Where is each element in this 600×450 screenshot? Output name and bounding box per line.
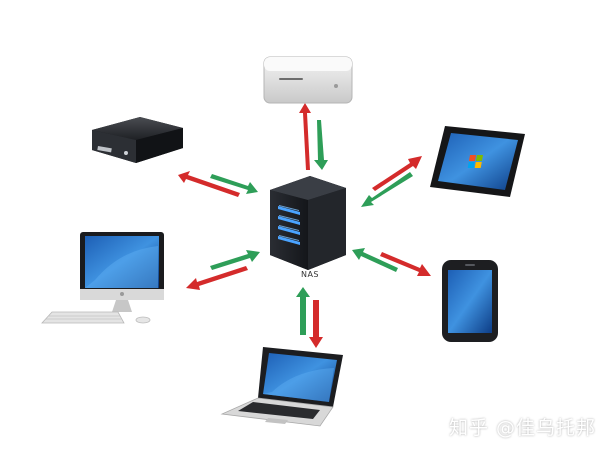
arrow-to-phone [380, 252, 431, 276]
keyboard-icon [41, 311, 125, 324]
arrow-to-mini-pc [299, 103, 311, 170]
arrow-from-mini-pc [314, 120, 328, 170]
tablet-icon [430, 126, 525, 197]
arrow-to-media-box [178, 171, 240, 197]
arrow-to-laptop [309, 300, 323, 348]
arrow-from-media-box [210, 174, 258, 194]
nas-label: NAS [300, 270, 320, 279]
arrow-from-laptop [296, 287, 310, 335]
mouse-icon [135, 316, 151, 324]
arrow-from-desktop [210, 250, 260, 270]
arrow-to-tablet [372, 156, 422, 191]
watermark: 知乎 @佳乌托邦 [448, 417, 596, 439]
laptop-icon [220, 347, 343, 427]
nas-server-icon [270, 176, 346, 270]
monitor-icon [41, 232, 164, 324]
media-box-icon [92, 117, 183, 163]
arrow-to-desktop [186, 266, 248, 290]
smartphone-icon [442, 260, 498, 342]
arrow-from-phone [352, 248, 398, 272]
mini-pc-icon [263, 56, 353, 104]
arrow-from-tablet [361, 172, 413, 207]
